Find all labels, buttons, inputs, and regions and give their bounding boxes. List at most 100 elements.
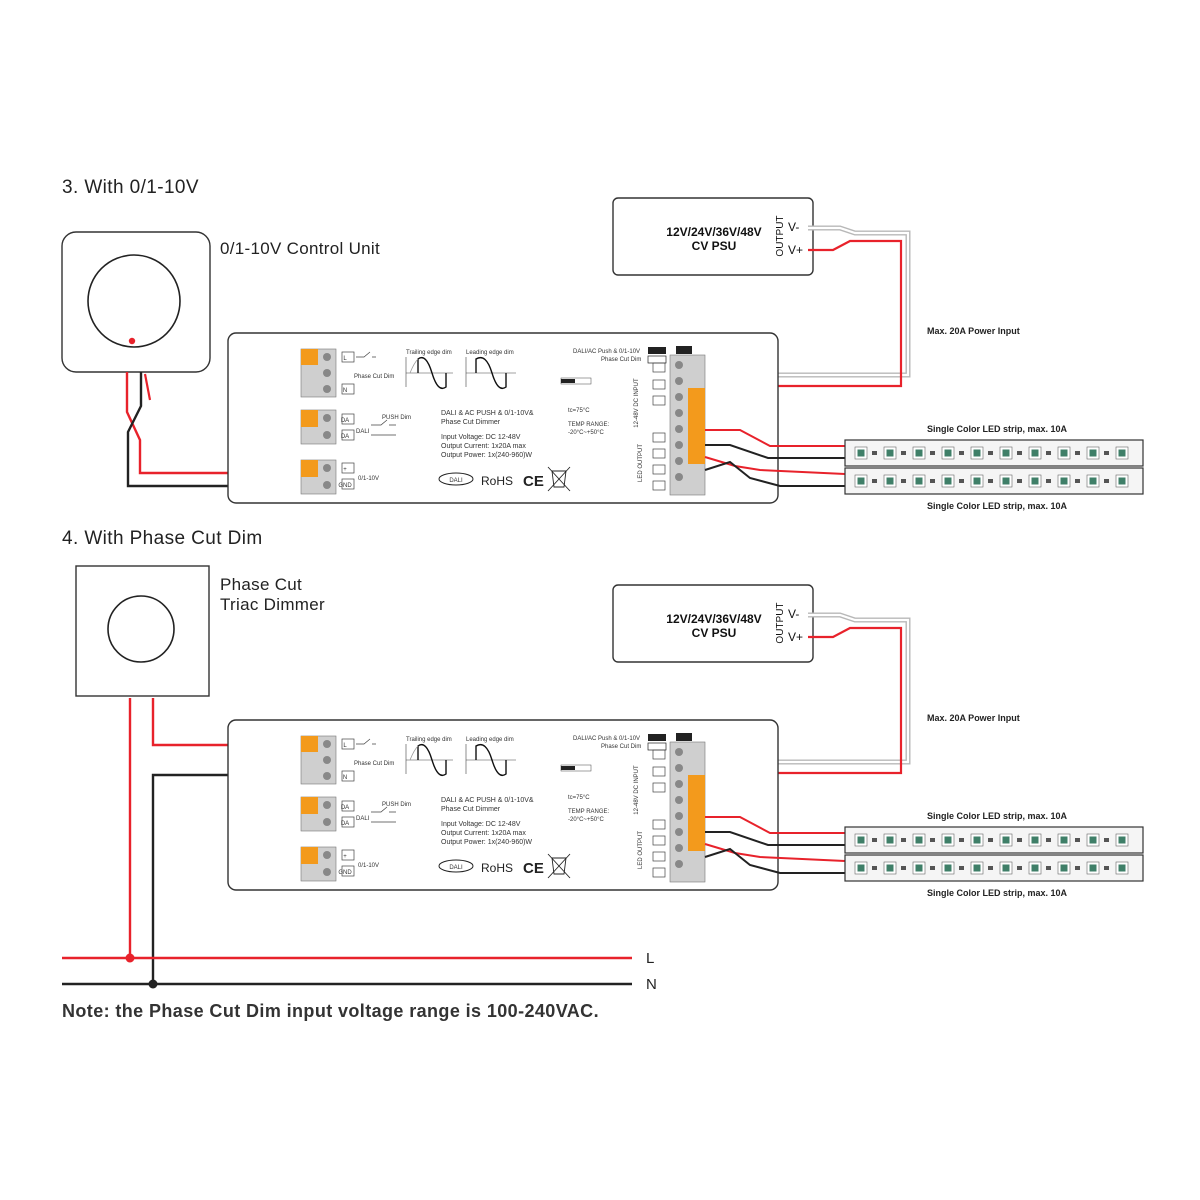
dimmer-1-term-l: L xyxy=(343,356,347,362)
dimmer-2-leading-edge: Leading edge dim xyxy=(466,737,514,743)
dimmer-1-term-plus: + xyxy=(343,467,347,473)
indicator-dot xyxy=(128,337,136,345)
psu-1-output-label: OUTPUT xyxy=(775,215,786,256)
dimmer-2-switch-label-1: DALI/AC Push & 0/1-10V xyxy=(573,736,640,742)
wire-2-strip-a-plus xyxy=(705,816,845,834)
strip-label-2b: Single Color LED strip, max. 10A xyxy=(927,888,1068,898)
wire-010v-gnd xyxy=(126,372,300,488)
strip-label-2a: Single Color LED strip, max. 10A xyxy=(927,811,1068,821)
psu-2: 12V/24V/36V/48V CV PSU OUTPUT V- V+ xyxy=(612,584,814,663)
strip-label-1b: Single Color LED strip, max. 10A xyxy=(927,501,1068,511)
dimmer-2-dali-label: DALI xyxy=(356,816,370,822)
dimmer-2-push-dim: PUSH Dim xyxy=(382,802,411,808)
dimmer-2-led-output: LED OUTPUT xyxy=(638,831,644,869)
dimmer-2-term-plus: + xyxy=(343,854,347,860)
dimmer-2-term-gnd: GND xyxy=(338,870,352,876)
dimmer-2-rohs: RoHS xyxy=(481,861,513,875)
psu-2-title: 12V/24V/36V/48V xyxy=(666,612,761,626)
psu-2-v-minus: V- xyxy=(788,607,799,621)
dimmer-2-010v-label: 0/1-10V xyxy=(358,863,379,869)
dimmer-2-phase-cut-label: Phase Cut Dim xyxy=(354,761,394,767)
dimmer-2-product-line-2: Phase Cut Dimmer xyxy=(441,806,501,813)
dimmer-2-term-da2: DA xyxy=(341,821,349,827)
dimmer-2-temp-range: TEMP RANGE: xyxy=(568,809,610,815)
dimmer-1-term-da1: DA xyxy=(341,418,349,424)
dimmer-1-switch-label-1: DALI/AC Push & 0/1-10V xyxy=(573,349,640,355)
section4-heading: 4. With Phase Cut Dim xyxy=(62,528,263,549)
led-strip-1a xyxy=(844,439,1144,467)
control-unit-label: 0/1-10V Control Unit xyxy=(220,239,380,258)
dimmer-module-1: L N Phase Cut Dim DA DA DALI PUSH Dim + … xyxy=(227,332,779,504)
dimmer-2-dali-logo: DALI xyxy=(449,865,463,871)
wire-1-strip-a-plus xyxy=(705,429,845,447)
dimmer-2-trailing-edge: Trailing edge dim xyxy=(406,737,452,743)
dimmer-1-leading-edge: Leading edge dim xyxy=(466,350,514,356)
led-strip-2b xyxy=(844,854,1144,882)
wire-1-strip-b-minus xyxy=(704,460,845,487)
wire-2-strip-b-plus xyxy=(704,843,846,862)
dimmer-1-push-dim: PUSH Dim xyxy=(382,415,411,421)
mains-l-label: L xyxy=(646,950,654,967)
dimmer-1-output-power: Output Power: 1x(240-960)W xyxy=(441,452,532,459)
psu-1-title: 12V/24V/36V/48V xyxy=(666,225,761,239)
dimmer-1-ce-mark: CE xyxy=(523,473,544,490)
power-input-label-1: Max. 20A Power Input xyxy=(927,326,1020,336)
dimmer-1-rohs: RoHS xyxy=(481,474,513,488)
dimmer-2-ce-mark: CE xyxy=(523,860,544,877)
psu-2-subtitle: CV PSU xyxy=(692,626,737,640)
power-input-label-2: Max. 20A Power Input xyxy=(927,713,1020,723)
dimmer-1-term-gnd: GND xyxy=(338,483,352,489)
dimmer-2-output-power: Output Power: 1x(240-960)W xyxy=(441,839,532,846)
dimmer-2-term-l: L xyxy=(343,743,347,749)
dimmer-1-output-current: Output Current: 1x20A max xyxy=(441,443,526,450)
psu-1: 12V/24V/36V/48V CV PSU OUTPUT V- V+ xyxy=(612,197,814,276)
dimmer-1-term-n: N xyxy=(343,388,347,394)
dimmer-2-tc: tc=75°C xyxy=(568,795,590,801)
triac-label-2: Triac Dimmer xyxy=(220,595,325,614)
mains-n-label: N xyxy=(646,976,657,993)
dimmer-1-input-voltage: Input Voltage: DC 12-48V xyxy=(441,434,521,441)
dimmer-2-input-voltage: Input Voltage: DC 12-48V xyxy=(441,821,521,828)
dimmer-1-phase-cut-label: Phase Cut Dim xyxy=(354,374,394,380)
psu-1-v-plus: V+ xyxy=(788,243,803,257)
dimmer-2-term-da1: DA xyxy=(341,805,349,811)
dimmer-1-led-output: LED OUTPUT xyxy=(638,444,644,482)
psu-2-output-label: OUTPUT xyxy=(775,602,786,643)
dimmer-1-dali-label: DALI xyxy=(356,429,370,435)
triac-knob-icon xyxy=(107,595,175,663)
dimmer-1-switch-label-2: Phase Cut Dim xyxy=(601,357,641,363)
dimmer-1-dc-input: 12-48V DC INPUT xyxy=(634,378,640,428)
psu-1-subtitle: CV PSU xyxy=(692,239,737,253)
wire-1-strip-a-minus xyxy=(705,444,845,459)
dimmer-1-dali-logo: DALI xyxy=(449,478,463,484)
dimmer-1-temp-range: TEMP RANGE: xyxy=(568,422,610,428)
wire-1-strip-b-plus xyxy=(704,456,846,475)
section3-heading: 3. With 0/1-10V xyxy=(62,177,199,198)
dimmer-1-trailing-edge: Trailing edge dim xyxy=(406,350,452,356)
wire-2-strip-a-minus xyxy=(705,831,845,846)
dimmer-2-dc-input: 12-48V DC INPUT xyxy=(634,765,640,815)
dial-knob-icon xyxy=(87,254,181,348)
dimmer-1-temp-value: -20°C~+50°C xyxy=(568,430,604,436)
dimmer-1-product-line-2: Phase Cut Dimmer xyxy=(441,419,501,426)
led-strip-1b xyxy=(844,467,1144,495)
wire-2-strip-b-minus xyxy=(704,847,845,874)
strip-label-1a: Single Color LED strip, max. 10A xyxy=(927,424,1068,434)
psu-2-v-plus: V+ xyxy=(788,630,803,644)
led-strip-2a xyxy=(844,826,1144,854)
junction-n xyxy=(148,979,158,989)
dimmer-module-2: L N Phase Cut Dim DA DA DALI PUSH Dim + … xyxy=(227,719,779,891)
triac-label-1: Phase Cut xyxy=(220,575,302,594)
dimmer-1-tc: tc=75°C xyxy=(568,408,590,414)
dimmer-2-temp-value: -20°C~+50°C xyxy=(568,817,604,823)
footer-note: Note: the Phase Cut Dim input voltage ra… xyxy=(62,1001,599,1021)
dimmer-1-term-da2: DA xyxy=(341,434,349,440)
dimmer-2-switch-label-2: Phase Cut Dim xyxy=(601,744,641,750)
dimmer-2-term-n: N xyxy=(343,775,347,781)
dimmer-1-product-line-1: DALI & AC PUSH & 0/1-10V& xyxy=(441,410,534,417)
dimmer-2-product-line-1: DALI & AC PUSH & 0/1-10V& xyxy=(441,797,534,804)
junction-l xyxy=(125,953,135,963)
dimmer-2-output-current: Output Current: 1x20A max xyxy=(441,830,526,837)
psu-1-v-minus: V- xyxy=(788,220,799,234)
